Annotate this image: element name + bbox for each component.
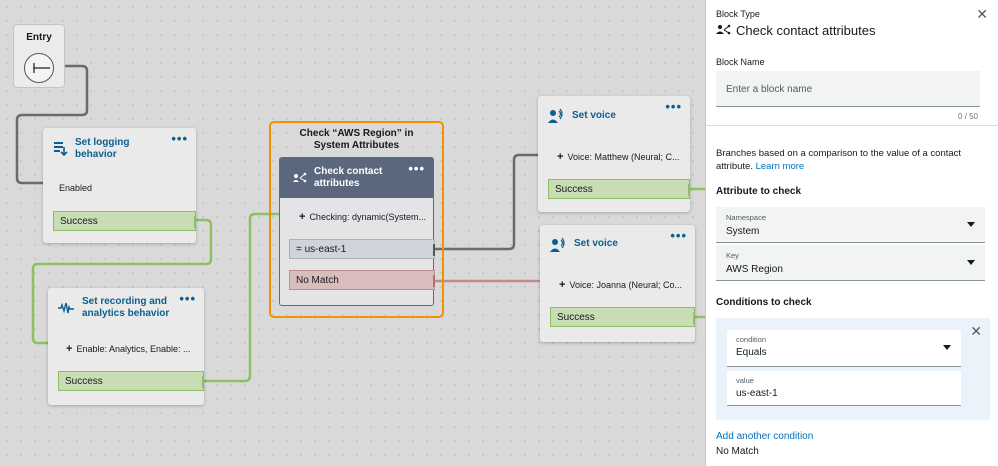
output-port-icon[interactable] (433, 244, 435, 256)
equals-branch[interactable]: = us-east-1 (289, 239, 435, 259)
expand-plus-icon[interactable]: + (299, 211, 306, 223)
output-port-icon[interactable] (433, 275, 435, 287)
panel-divider (706, 125, 998, 126)
remove-condition-icon[interactable]: ✕ (970, 323, 982, 339)
condition-label: condition (736, 335, 767, 344)
logging-more-icon[interactable]: ••• (171, 131, 188, 146)
set-voice-block-1[interactable]: Set voice ••• +Voice: Matthew (Neural; C… (538, 96, 690, 212)
block-name-label: Block Name (716, 57, 765, 67)
recording-success-label: Success (65, 376, 103, 387)
block-type-title: Check contact attributes (736, 23, 876, 38)
expand-plus-icon[interactable]: + (66, 343, 73, 355)
flow-canvas[interactable]: Entry Set logging behavior ••• Enabled S… (0, 0, 705, 466)
check-block-detail: +Checking: dynamic(System... (299, 211, 426, 223)
close-panel-icon[interactable]: ✕ (976, 6, 988, 22)
expand-plus-icon[interactable]: + (559, 279, 566, 291)
chevron-down-icon (967, 222, 975, 227)
char-count: 0 / 50 (957, 112, 978, 121)
equals-branch-label: = us-east-1 (296, 244, 347, 255)
no-match-label: No Match (716, 446, 759, 457)
voice2-title: Set voice (574, 238, 618, 249)
wire-equals-to-voice1 (428, 153, 547, 251)
key-select[interactable]: Key AWS Region (716, 245, 985, 281)
condition-card: ✕ condition Equals value us-east-1 (716, 318, 990, 420)
key-value: AWS Region (726, 264, 783, 275)
block-name-input[interactable]: Enter a block name (716, 71, 980, 107)
chevron-down-icon (967, 260, 975, 265)
voice1-success-branch[interactable]: Success (548, 179, 690, 199)
namespace-value: System (726, 226, 760, 237)
condition-value-input[interactable]: value us-east-1 (727, 371, 961, 406)
voice1-more-icon[interactable]: ••• (665, 99, 682, 114)
block-type-label: Block Type (716, 9, 760, 19)
block-description: Branches based on a comparison to the va… (716, 148, 962, 172)
value-label: value (736, 376, 754, 385)
voice1-title: Set voice (572, 110, 616, 121)
recording-title: Set recording and analytics behavior (82, 296, 170, 319)
set-voice-block-2[interactable]: Set voice ••• +Voice: Joanna (Neural; Co… (540, 225, 695, 342)
highlight-caption: Check “AWS Region” in System Attributes (299, 128, 414, 151)
logging-title: Set logging behavior (75, 137, 130, 160)
highlight-frame: Check “AWS Region” in System Attributes … (269, 121, 444, 318)
check-contact-attributes-block[interactable]: Check contact attributes ••• +Checking: … (279, 157, 435, 306)
recording-more-icon[interactable]: ••• (179, 291, 196, 306)
expand-plus-icon[interactable]: + (557, 151, 564, 163)
voice-icon (548, 108, 564, 124)
recording-detail: +Enable: Analytics, Enable: ... (66, 343, 191, 355)
set-logging-block[interactable]: Set logging behavior ••• Enabled Success (43, 128, 196, 243)
output-port-icon[interactable] (688, 184, 690, 196)
entry-label: Entry (26, 32, 52, 43)
voice2-more-icon[interactable]: ••• (670, 228, 687, 243)
logging-success-branch[interactable]: Success (53, 211, 196, 231)
voice2-success-branch[interactable]: Success (550, 307, 695, 327)
check-attributes-icon (716, 23, 732, 40)
check-attributes-icon (292, 170, 308, 186)
namespace-label: Namespace (726, 213, 767, 222)
voice1-success-label: Success (555, 184, 593, 195)
check-more-icon[interactable]: ••• (408, 161, 425, 176)
conditions-heading: Conditions to check (716, 297, 812, 308)
voice-icon (550, 237, 566, 253)
nomatch-branch-label: No Match (296, 275, 339, 286)
output-port-icon[interactable] (693, 312, 695, 324)
condition-value: Equals (736, 347, 767, 358)
wire-entry-to-logging (15, 64, 89, 185)
nomatch-branch[interactable]: No Match (289, 270, 435, 290)
learn-more-link[interactable]: Learn more (755, 161, 805, 172)
value-text: us-east-1 (736, 388, 778, 399)
block-name-placeholder: Enter a block name (726, 84, 813, 95)
voice1-detail: +Voice: Matthew (Neural; C... (557, 151, 680, 163)
chevron-down-icon (943, 345, 951, 350)
key-label: Key (726, 251, 739, 260)
output-port-icon[interactable] (194, 216, 196, 228)
check-block-title: Check contact attributes (314, 166, 383, 189)
wire-logging-to-recording (31, 218, 213, 345)
check-block-header: Check contact attributes ••• (280, 158, 433, 198)
add-condition-link[interactable]: Add another condition (716, 431, 814, 442)
recording-success-branch[interactable]: Success (58, 371, 204, 391)
voice2-detail: +Voice: Joanna (Neural; Co... (559, 279, 682, 291)
entry-port-icon[interactable] (24, 53, 54, 83)
properties-panel: Block Type ✕ Check contact attributes Bl… (705, 0, 998, 466)
set-recording-block[interactable]: Set recording and analytics behavior •••… (48, 288, 204, 405)
attribute-heading: Attribute to check (716, 186, 802, 197)
logging-icon (53, 140, 69, 157)
output-port-icon[interactable] (202, 376, 204, 388)
waveform-icon (58, 300, 74, 316)
logging-detail: Enabled (59, 183, 93, 193)
namespace-select[interactable]: Namespace System (716, 207, 985, 243)
entry-block[interactable]: Entry (13, 24, 65, 88)
logging-success-label: Success (60, 216, 98, 227)
condition-select[interactable]: condition Equals (727, 330, 961, 367)
wire-recording-to-check (200, 212, 285, 383)
voice2-success-label: Success (557, 312, 595, 323)
